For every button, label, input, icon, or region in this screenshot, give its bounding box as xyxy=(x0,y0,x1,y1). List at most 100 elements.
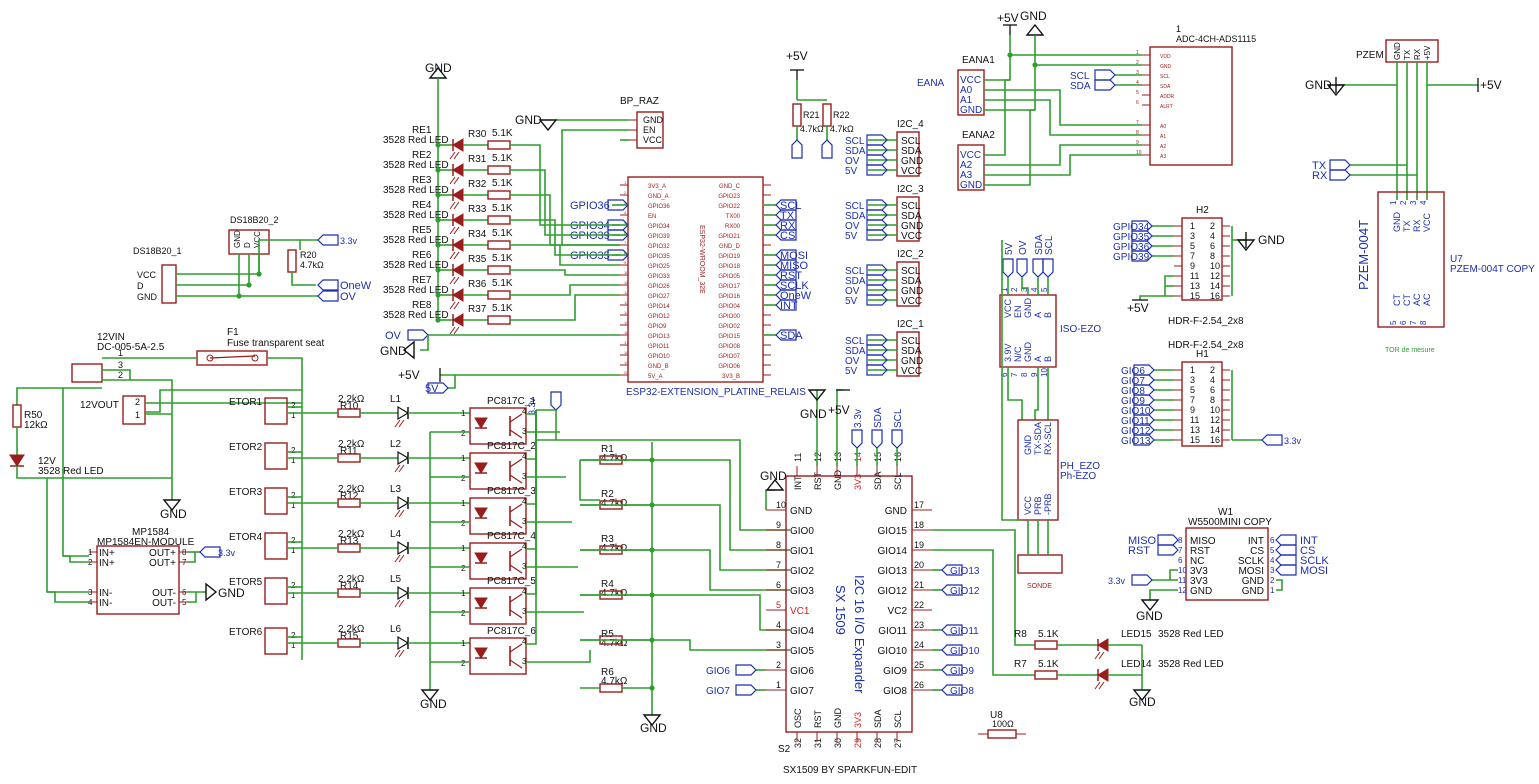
etor-pin-num: 1 xyxy=(291,456,296,465)
opto-pin-num: 2 xyxy=(461,519,466,528)
opto-pin-num: 3 xyxy=(522,607,527,616)
junction-dot xyxy=(1032,62,1038,68)
net-tag xyxy=(1133,434,1155,446)
sx-right-num: 23 xyxy=(914,620,924,630)
junction-dot xyxy=(246,282,252,288)
led-body xyxy=(452,263,464,277)
h2-net: GPIO36 xyxy=(1113,242,1150,253)
net-tag xyxy=(1329,169,1351,181)
gnd-sx-pull xyxy=(642,714,662,727)
led-ray xyxy=(394,554,401,563)
esp-pin-label: GPIO36 xyxy=(648,204,670,210)
ph-bot-pin: PRB xyxy=(1033,496,1043,515)
h1-pin-num: 10 xyxy=(1210,405,1220,415)
led-body xyxy=(397,635,410,651)
esp-net-label: OneW xyxy=(780,290,812,302)
h2-pin-num: 5 xyxy=(1190,241,1195,251)
wire xyxy=(130,379,173,500)
net-tag xyxy=(1032,258,1044,278)
relay-led-ref: RE5 xyxy=(412,225,432,236)
opto-ref: PC817C_2 xyxy=(487,441,536,452)
mp-left-pin: IN+ xyxy=(99,558,115,569)
led-ray xyxy=(1098,651,1105,660)
line xyxy=(509,503,523,513)
opto-pin-num: 4 xyxy=(522,452,527,461)
w1-net: INT xyxy=(1300,535,1318,547)
sx-right-num: 20 xyxy=(914,560,924,570)
led-ray xyxy=(394,599,401,608)
net-tag xyxy=(1261,434,1283,446)
u7-ref: U7 xyxy=(1450,254,1463,265)
r22-val: 4.7kΩ xyxy=(830,124,854,134)
12vout-connector xyxy=(122,395,146,425)
net-tag xyxy=(871,429,883,449)
etor-res-ref: R10 xyxy=(340,401,359,412)
esp-pin-label: GPIO27 xyxy=(648,294,670,300)
i2c-pin: VCC xyxy=(901,366,922,377)
ds2-pin: VCC xyxy=(253,231,262,248)
net-tag xyxy=(866,219,888,231)
opto-pin-num: 1 xyxy=(461,639,466,648)
wire xyxy=(63,555,89,563)
eana1-pin: GND xyxy=(960,105,982,116)
net-tag xyxy=(1131,220,1153,232)
led-ray xyxy=(449,226,456,235)
ov-label: OV xyxy=(385,330,402,342)
sx-bot-pin: RST xyxy=(813,709,823,728)
h2-header xyxy=(1181,217,1223,301)
adc-ref: 1 xyxy=(1176,24,1181,34)
opto-pin-num: 2 xyxy=(461,609,466,618)
w1-right-num: 1 xyxy=(1270,586,1275,595)
wire xyxy=(932,529,1035,646)
etor-res-val: 2.2kΩ xyxy=(338,529,365,540)
net-tag xyxy=(941,564,963,576)
esp-pin-label: GPIO04 xyxy=(718,304,740,310)
junction-dot xyxy=(435,242,441,248)
h2-pin-num: 1 xyxy=(1190,221,1195,231)
led-body xyxy=(1097,638,1109,652)
r22-ref: R22 xyxy=(833,110,850,120)
opto-pin-num: 1 xyxy=(461,544,466,553)
resistor xyxy=(287,249,297,273)
h1-pin-num: 16 xyxy=(1210,435,1220,445)
relay-led-ref: RE1 xyxy=(412,125,432,136)
sx-bot-pin: 3V3 xyxy=(853,712,863,728)
adc-pin-num: 6 xyxy=(1136,100,1139,106)
esp-pin-label: GPIO21 xyxy=(718,234,740,240)
wire xyxy=(510,144,620,226)
i2c-net: SDA xyxy=(845,276,866,287)
h2-net: GPIO35 xyxy=(1113,232,1150,243)
relay-led xyxy=(449,313,464,335)
net-tag xyxy=(891,429,903,449)
sx-right-pin: GIO15 xyxy=(878,526,908,537)
opto-led xyxy=(474,507,488,519)
w1-right-num: 3 xyxy=(1270,566,1275,575)
relay-res-ref: R31 xyxy=(468,154,487,165)
sx-left-pin: VC1 xyxy=(790,606,810,617)
gnd-label: GND xyxy=(640,721,667,735)
iso-bot-num: 9 xyxy=(1030,372,1039,377)
net-tag xyxy=(1133,414,1155,426)
sx-top-net: 3.3v xyxy=(853,409,864,428)
sx-chip-name2: SX 1509 xyxy=(833,585,848,635)
iso-name: ISO-EZO xyxy=(1060,324,1101,335)
resistor xyxy=(822,103,832,127)
relay-led xyxy=(449,238,464,260)
junction-dot xyxy=(1007,52,1013,58)
net-tag xyxy=(1002,258,1014,278)
esp-pin-label: GND_D xyxy=(719,244,741,250)
sx-top-num: 11 xyxy=(793,453,803,462)
gnd-symbol-right xyxy=(205,582,218,602)
line xyxy=(509,643,523,653)
iso-net: 5V xyxy=(1004,242,1015,255)
relay-led xyxy=(449,263,464,285)
wire xyxy=(176,254,240,297)
net-tag xyxy=(1275,564,1297,576)
relay-led xyxy=(449,188,464,210)
etor-connector xyxy=(264,577,288,605)
sx-bot-pin: SCL xyxy=(893,710,903,728)
gnd-out-leds xyxy=(1132,689,1152,702)
wire xyxy=(526,650,591,663)
u8-ref: U8 xyxy=(990,710,1003,721)
i2c-net: SCL xyxy=(845,266,865,277)
